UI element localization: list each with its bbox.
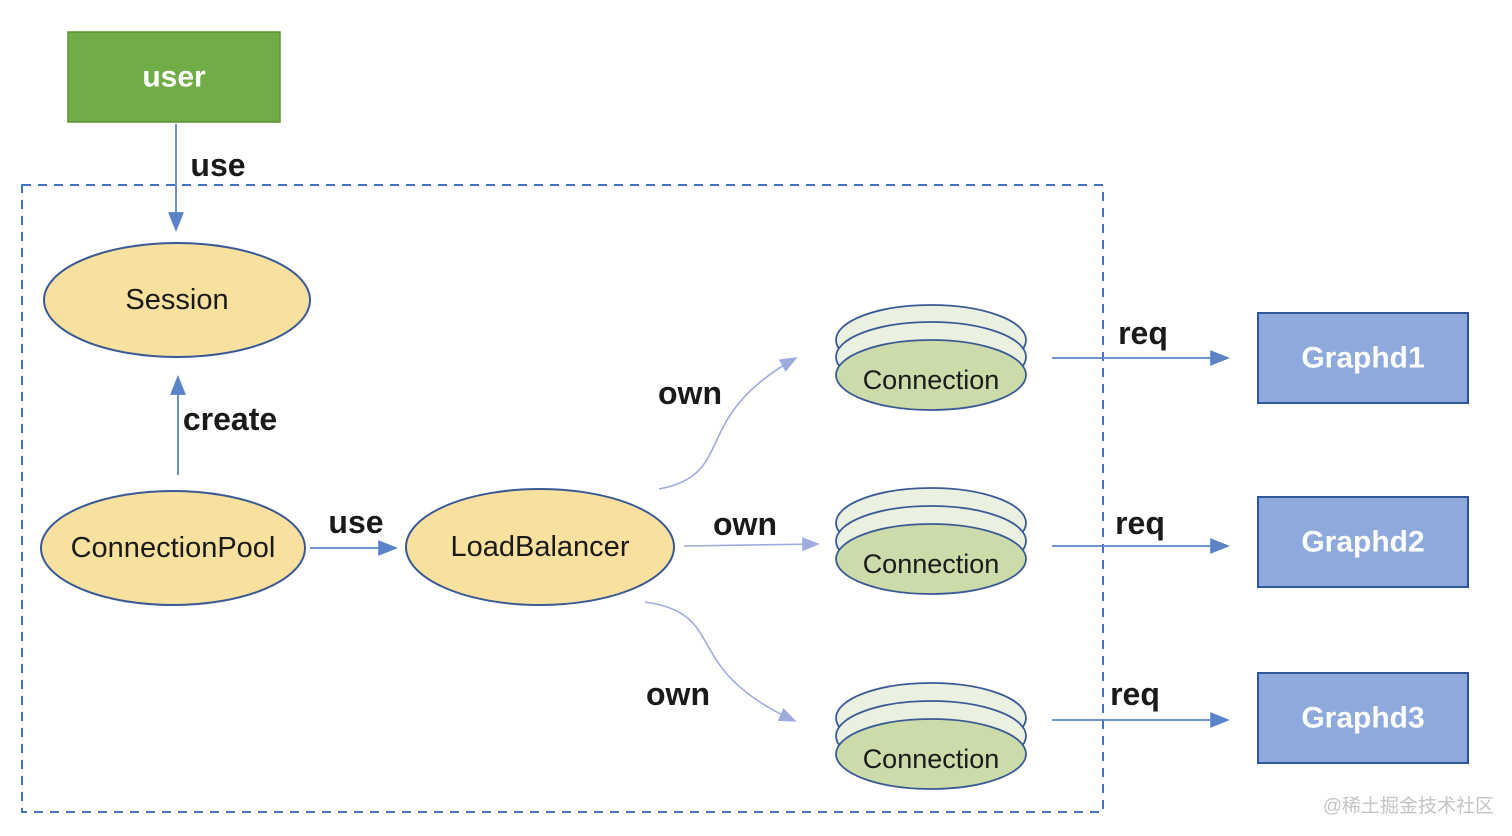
req3-label: req	[1110, 676, 1160, 712]
own-bottom-arrow	[644, 601, 797, 722]
connection3-front-disk	[835, 718, 1027, 790]
connection3-label: Connection	[863, 744, 1000, 774]
load-balancer-ellipse	[405, 488, 675, 606]
node-connection-3: Connection	[835, 682, 1027, 790]
use-top-label: use	[190, 147, 245, 183]
node-graphd3: Graphd3	[1257, 672, 1469, 764]
edge-create: create	[170, 375, 277, 475]
connection-pool-ellipse	[40, 490, 306, 606]
create-label: create	[183, 401, 277, 437]
node-graphd2: Graphd2	[1257, 496, 1469, 588]
graphd1-label: Graphd1	[1301, 342, 1424, 375]
session-label: Session	[125, 284, 228, 316]
graphd2-label: Graphd2	[1301, 526, 1424, 559]
own-bottom-label: own	[646, 676, 710, 712]
req2-label: req	[1115, 505, 1165, 541]
graphd1-box	[1257, 312, 1469, 404]
connection1-front-disk	[835, 339, 1027, 411]
watermark: @稀土掘金技术社区	[1323, 795, 1494, 817]
edge-own-bottom: own	[644, 601, 797, 722]
node-connection-pool: ConnectionPool	[40, 490, 306, 606]
edge-req-3: req	[1052, 676, 1230, 728]
load-balancer-label: LoadBalancer	[451, 531, 630, 563]
req1-label: req	[1118, 315, 1168, 351]
connection2-front-disk	[835, 523, 1027, 595]
own-mid-arrow	[683, 537, 820, 552]
graphd2-box	[1257, 496, 1469, 588]
connection1-label: Connection	[863, 365, 1000, 395]
connection-pool-label: ConnectionPool	[71, 532, 276, 564]
own-mid-label: own	[713, 506, 777, 542]
connection2-label: Connection	[863, 549, 1000, 579]
edge-own-top: own	[658, 357, 798, 490]
use-mid-label: use	[328, 504, 383, 540]
edge-use-mid: use	[310, 504, 398, 556]
cluster-boundary	[21, 184, 1104, 813]
node-session: Session	[43, 242, 311, 358]
user-box	[67, 31, 281, 123]
own-top-arrow	[658, 357, 798, 490]
edge-own-mid: own	[683, 506, 820, 552]
node-user: user	[67, 31, 281, 123]
edge-req-1: req	[1052, 315, 1230, 366]
node-connection-1: Connection	[835, 304, 1027, 411]
user-label: user	[142, 61, 206, 94]
own-top-label: own	[658, 375, 722, 411]
node-connection-2: Connection	[835, 487, 1027, 595]
edge-use-top: use	[168, 124, 246, 232]
session-ellipse	[43, 242, 311, 358]
graphd3-box	[1257, 672, 1469, 764]
edge-req-2: req	[1052, 505, 1230, 554]
graphd3-label: Graphd3	[1301, 702, 1424, 735]
node-graphd1: Graphd1	[1257, 312, 1469, 404]
node-load-balancer: LoadBalancer	[405, 488, 675, 606]
